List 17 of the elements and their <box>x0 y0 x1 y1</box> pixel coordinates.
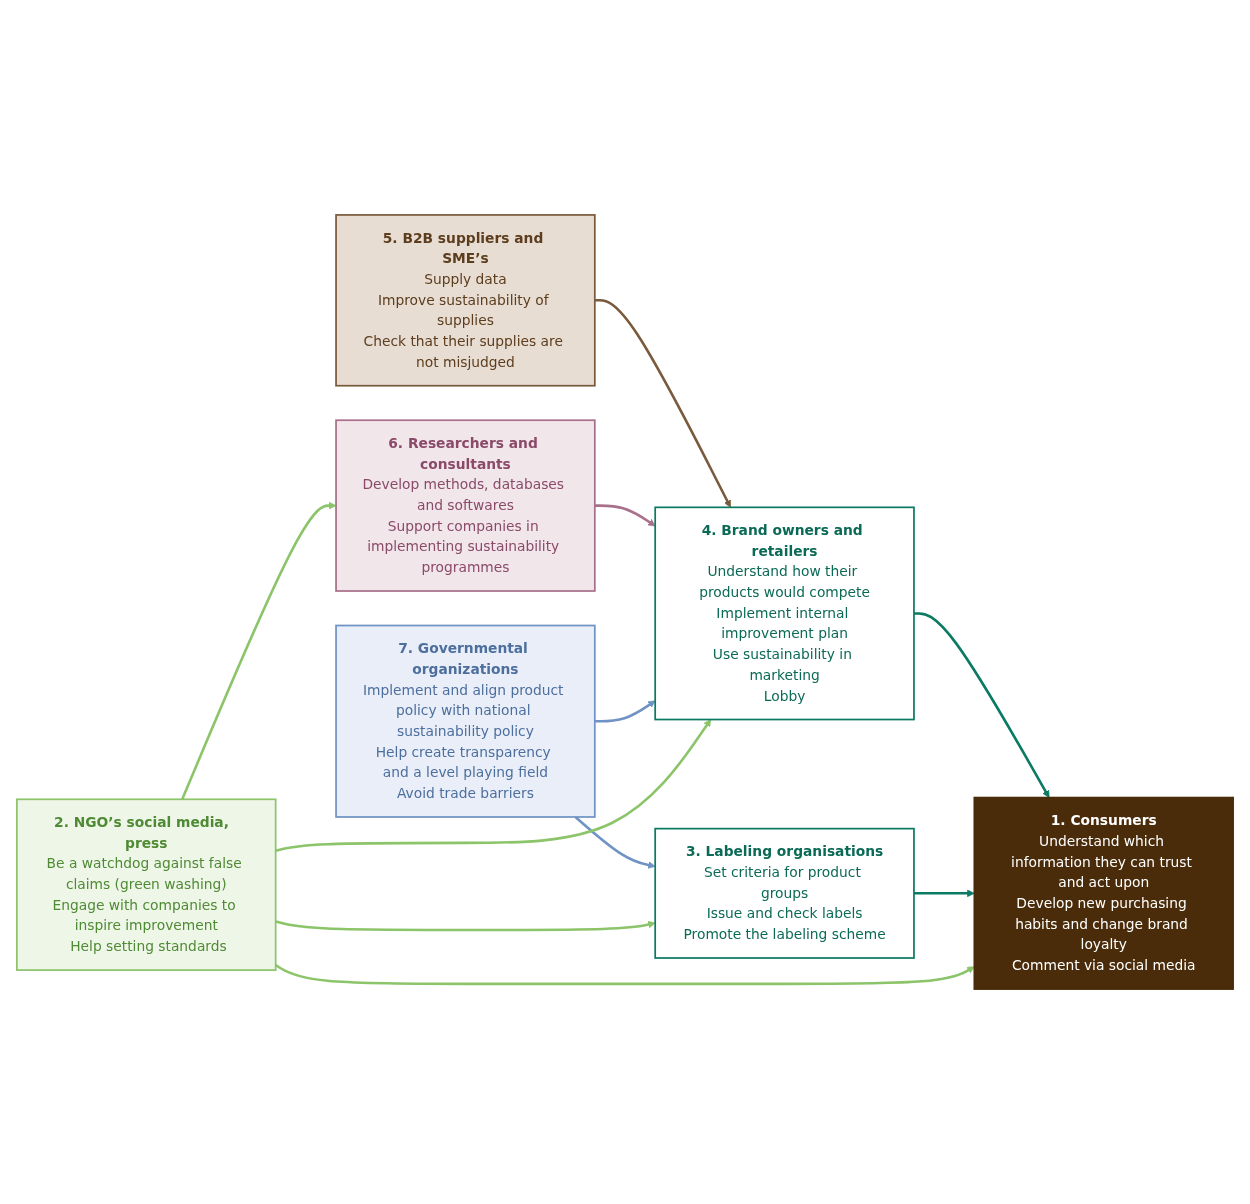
arrow <box>275 964 975 986</box>
arrow <box>275 719 712 853</box>
arrow <box>913 612 1050 798</box>
node-box: 3. Labeling organisations Set criteria for product groups Issue and check labels Promote the labeling scheme <box>654 827 915 959</box>
node-box: 1. Consumers Understand which information they can trust and act upon Develop new purchasing habits and change brand loyalty Comment via social media <box>973 796 1234 990</box>
node-box: 2. NGO’s social media, press Be a watchdog against false claims (green washing) Engage with companies to inspire improvement Help setting standards <box>16 798 277 971</box>
node-box: 5. B2B suppliers and SME’s Supply data Improve sustainability of supplies Check that their supplies are not misjudged <box>335 214 596 387</box>
arrow <box>574 816 656 869</box>
arrow <box>913 889 975 898</box>
arrow <box>594 504 656 527</box>
arrow <box>594 700 656 723</box>
arrow <box>181 501 337 800</box>
arrow <box>594 299 731 508</box>
node-box: 4. Brand owners and retailers Understand how their products would compete Implement internal improvement plan Use sustainability in marketing Lobby <box>654 506 915 721</box>
node-box: 7. Governmental organizations Implement and align product policy with national sustainability policy Help create transparency and a level playing field Avoid trade barriers <box>335 624 596 818</box>
node-box: 6. Researchers and consultants Develop methods, databases and softwares Support companies in implementing sustainability programmes <box>335 419 596 592</box>
arrow <box>275 920 656 932</box>
